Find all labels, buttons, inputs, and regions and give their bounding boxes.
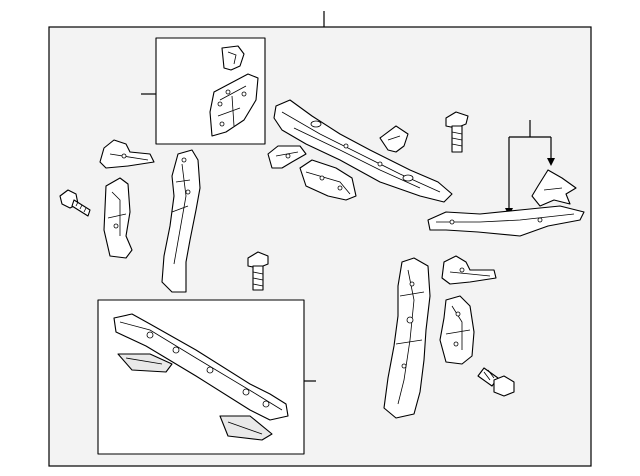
bolt-lower-right xyxy=(477,367,515,397)
left-vertical-support xyxy=(161,149,201,293)
lower-tie-bar-kit xyxy=(97,299,316,455)
small-clip xyxy=(379,125,409,153)
tie-bar-bracket xyxy=(299,159,357,201)
left-support-bracket xyxy=(103,177,133,259)
right-vertical-support xyxy=(383,257,431,419)
left-side-bracket xyxy=(99,139,155,169)
bolt-center xyxy=(247,251,269,291)
bolt-left xyxy=(59,189,91,217)
right-tie-bar-extension xyxy=(427,205,585,237)
upper-bracket-kit xyxy=(141,37,266,145)
small-bracket-center xyxy=(267,145,307,169)
bolt-top-right xyxy=(445,111,469,153)
right-side-bracket xyxy=(439,295,475,365)
triangle-bracket xyxy=(531,169,577,207)
upper-tie-bar xyxy=(273,99,453,203)
right-upper-bracket xyxy=(441,255,497,285)
right-callout-lines xyxy=(505,120,555,216)
